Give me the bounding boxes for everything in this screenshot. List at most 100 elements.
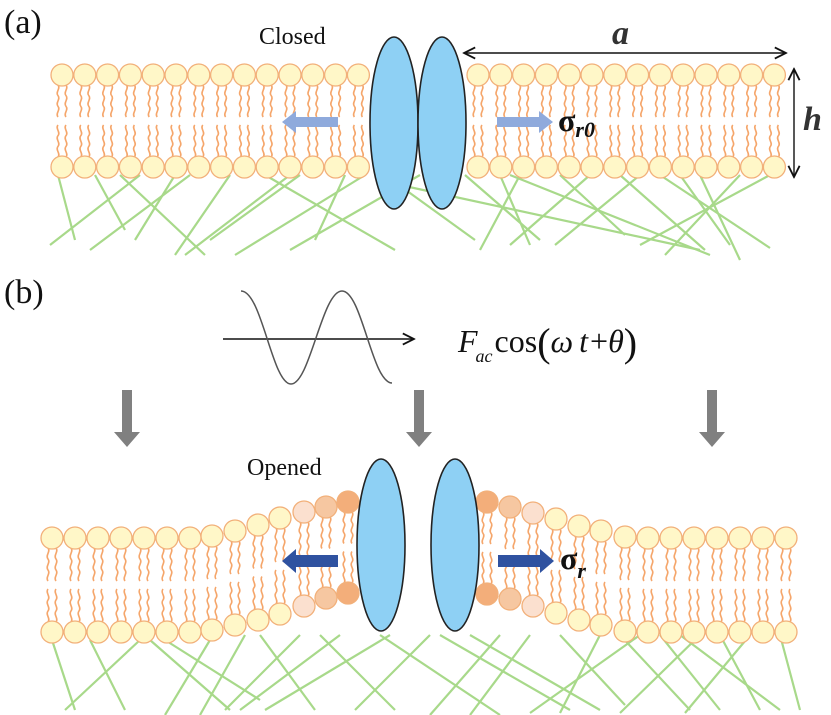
lipid-head-inner: [567, 608, 591, 632]
lipid-tail: [535, 562, 539, 597]
lipid-tail: [594, 84, 598, 118]
lipid-tail: [472, 124, 476, 158]
lipid-head-inner: [336, 581, 360, 605]
lipid-tail: [261, 124, 265, 158]
lipid-tail: [146, 588, 150, 623]
cytoskeleton-filament: [94, 174, 126, 231]
lipid-head-outer: [164, 63, 188, 87]
cytoskeleton-filaments-b: [50, 634, 802, 715]
lipid-tail: [132, 124, 137, 158]
lipid-tail: [124, 124, 129, 158]
lipid-head-inner: [682, 620, 706, 644]
lipid-tail: [155, 84, 159, 118]
lipid-tail: [768, 84, 773, 118]
lipid-head-inner: [466, 155, 490, 179]
cytoskeleton-filament: [354, 634, 431, 711]
cytoskeleton-filament: [619, 174, 706, 251]
lipid-tail: [223, 84, 228, 118]
lipid-head-outer: [544, 507, 568, 531]
cytoskeleton-filament: [264, 634, 391, 711]
lipid-head-inner: [751, 620, 775, 644]
lipid-tail: [745, 124, 750, 158]
lipid-tail: [495, 124, 499, 158]
lipid-head-outer: [671, 63, 695, 87]
lipid-tail: [711, 588, 715, 623]
lipid-tail: [765, 588, 769, 623]
lipid-tail: [178, 124, 182, 158]
lipid-tail: [298, 562, 302, 597]
lipid-head-inner: [209, 155, 234, 179]
lipid-head-outer: [682, 526, 706, 550]
lipid-head-inner: [200, 618, 224, 642]
cytoskeleton-filament: [314, 174, 346, 241]
lipid-head-outer: [301, 63, 325, 87]
lipid-tail: [571, 124, 575, 158]
lipid-head-outer: [95, 63, 120, 87]
lipid-head-inner: [223, 613, 247, 637]
lipid-tail: [307, 124, 311, 158]
lipid-head-outer: [648, 63, 673, 87]
lipid-tail: [100, 588, 104, 623]
lipid-tail: [229, 540, 233, 575]
lipid-tail: [269, 84, 273, 118]
panel-b-label: (b): [4, 274, 44, 311]
lipid-head-outer: [580, 63, 604, 87]
lipid-tail: [115, 547, 119, 582]
cytoskeleton-filament: [49, 174, 141, 246]
lipid-tail: [206, 545, 210, 580]
lipid-head-inner: [346, 155, 371, 179]
lipid-tail: [688, 547, 692, 582]
lipid-tail: [688, 588, 692, 623]
lipid-head-inner: [774, 620, 798, 644]
lipid-tail: [480, 124, 484, 158]
lipid-head-inner: [118, 155, 143, 179]
lipid-tail: [252, 534, 256, 569]
lipid-tail: [109, 84, 114, 118]
lipid-tail: [269, 124, 273, 158]
lipid-tail: [123, 588, 127, 623]
lipid-tail: [214, 586, 218, 621]
lipid-tail: [170, 84, 174, 118]
lipid-tail: [548, 84, 553, 118]
lipid-tail: [246, 124, 251, 158]
lipid-tail: [79, 124, 83, 158]
cytoskeleton-filament: [234, 174, 366, 256]
lipid-tail: [609, 124, 613, 158]
cytoskeleton-filament: [199, 634, 246, 715]
lipid-tail: [563, 124, 567, 158]
lipid-tail: [92, 547, 96, 582]
lipid-tail: [184, 547, 188, 582]
lipid-tail: [639, 124, 644, 158]
lipid-tail: [124, 84, 129, 118]
lipid-head-inner: [246, 608, 270, 632]
lipid-tail: [64, 84, 68, 118]
lipid-head-inner: [557, 155, 581, 179]
cytoskeleton-filament: [89, 174, 191, 251]
lipid-tail: [734, 547, 738, 582]
lipid-tail: [123, 547, 127, 582]
lipid-head-outer: [246, 513, 270, 537]
lipid-tail: [731, 124, 735, 158]
lipid-head-outer: [141, 63, 165, 87]
lipid-head-outer: [268, 506, 292, 530]
lipid-tail: [525, 124, 530, 158]
lipid-tail: [320, 516, 324, 550]
lipid-tail: [677, 84, 681, 118]
lipid-tail: [654, 84, 659, 118]
lipid-tail: [788, 547, 792, 582]
lipid-tail: [274, 569, 278, 605]
lipid-head-outer: [223, 519, 247, 543]
lipid-head-outer: [109, 526, 133, 550]
lipid-tail: [586, 124, 590, 158]
cytoskeleton-filament: [529, 634, 641, 714]
lipid-tail: [315, 84, 319, 118]
lipid-tail: [685, 124, 689, 158]
lipid-tail: [563, 84, 567, 118]
lipid-tail: [184, 588, 188, 623]
lipid-tail: [650, 588, 654, 623]
lipid-head-outer: [178, 526, 202, 550]
lipid-tail: [662, 84, 667, 118]
lipid-tail: [201, 84, 205, 118]
lipid-tail: [337, 124, 342, 158]
